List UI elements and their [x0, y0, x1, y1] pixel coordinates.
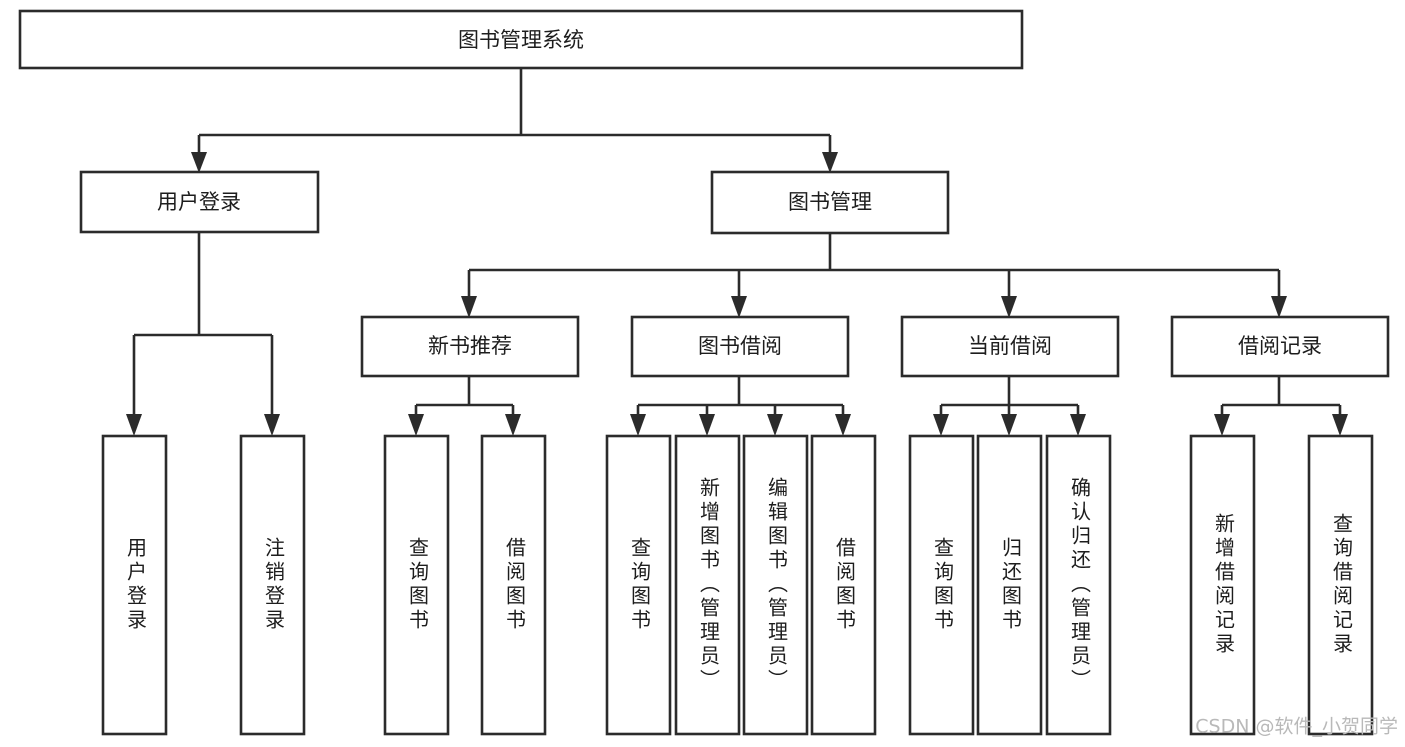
node-leaf-confirm-return[interactable]: 确认归还（管理员） — [1045, 434, 1112, 736]
node-book-manage[interactable]: 图书管理 — [710, 170, 950, 235]
node-new-book-recommend-box[interactable] — [360, 315, 580, 378]
node-leaf-borrow-book-2-box[interactable] — [810, 434, 877, 736]
node-leaf-add-record-label: 新增借阅记录 — [1212, 513, 1236, 657]
node-root-label: 图书管理系统 — [458, 28, 584, 52]
node-leaf-borrow-book-1-label: 借阅图书 — [503, 537, 527, 633]
node-leaf-query-book-2-label: 查询图书 — [628, 537, 652, 633]
node-current-borrow-label: 当前借阅 — [968, 334, 1052, 358]
node-leaf-add-record[interactable]: 新增借阅记录 — [1189, 434, 1256, 736]
node-root[interactable]: 图书管理系统 — [18, 9, 1024, 70]
node-leaf-borrow-book-1-box[interactable] — [480, 434, 547, 736]
node-book-manage-box[interactable] — [710, 170, 950, 235]
node-current-borrow-box[interactable] — [900, 315, 1120, 378]
node-leaf-return-book[interactable]: 归还图书 — [976, 434, 1043, 736]
node-leaf-confirm-return-label: 确认归还（管理员） — [1068, 477, 1092, 693]
node-leaf-user-logout[interactable]: 注销登录 — [239, 434, 306, 736]
node-leaf-query-book-2-box[interactable] — [605, 434, 672, 736]
arrow-head-leaf-add-book — [699, 414, 715, 436]
node-leaf-borrow-book-1[interactable]: 借阅图书 — [480, 434, 547, 736]
node-leaf-query-book-3-box[interactable] — [908, 434, 975, 736]
arrow-head-leaf-confirm-return — [1070, 414, 1086, 436]
arrow-head-leaf-user-logout — [264, 414, 280, 436]
node-user-login-label: 用户登录 — [157, 190, 241, 214]
arrow-head-borrow-record — [1271, 296, 1287, 318]
node-borrow-record-box[interactable] — [1170, 315, 1390, 378]
node-user-login[interactable]: 用户登录 — [79, 170, 320, 234]
arrow-head-leaf-return-book — [1001, 414, 1017, 436]
node-leaf-query-book-3[interactable]: 查询图书 — [908, 434, 975, 736]
node-leaf-add-book-box[interactable] — [674, 434, 741, 736]
arrow-head-leaf-borrow-book-2 — [835, 414, 851, 436]
arrow-head-leaf-query-book-3 — [933, 414, 949, 436]
node-leaf-add-book-label: 新增图书（管理员） — [697, 477, 721, 693]
node-leaf-user-login-label: 用户登录 — [124, 537, 148, 633]
node-leaf-borrow-book-2[interactable]: 借阅图书 — [810, 434, 877, 736]
node-leaf-return-book-box[interactable] — [976, 434, 1043, 736]
node-leaf-query-book-2[interactable]: 查询图书 — [605, 434, 672, 736]
node-leaf-query-book-3-label: 查询图书 — [931, 537, 955, 633]
node-leaf-query-book-1-label: 查询图书 — [406, 537, 430, 633]
arrow-head-current-borrow — [1001, 296, 1017, 318]
node-leaf-user-login[interactable]: 用户登录 — [101, 434, 168, 736]
arrow-head-leaf-borrow-book-1 — [505, 414, 521, 436]
node-leaf-edit-book-box[interactable] — [742, 434, 809, 736]
arrow-head-book-borrow — [731, 296, 747, 318]
arrow-head-leaf-edit-book — [767, 414, 783, 436]
node-book-borrow-box[interactable] — [630, 315, 850, 378]
node-leaf-borrow-book-2-label: 借阅图书 — [833, 537, 857, 633]
node-book-borrow[interactable]: 图书借阅 — [630, 315, 850, 378]
node-leaf-edit-book-label: 编辑图书（管理员） — [765, 477, 789, 693]
node-root-box[interactable] — [18, 9, 1024, 70]
node-new-book-recommend-label: 新书推荐 — [428, 334, 512, 358]
node-borrow-record[interactable]: 借阅记录 — [1170, 315, 1390, 378]
connector-layer — [126, 68, 1348, 436]
node-leaf-user-logout-box[interactable] — [239, 434, 306, 736]
arrow-head-user-login — [191, 152, 207, 173]
node-leaf-query-record[interactable]: 查询借阅记录 — [1307, 434, 1374, 736]
node-current-borrow[interactable]: 当前借阅 — [900, 315, 1120, 378]
node-leaf-add-book[interactable]: 新增图书（管理员） — [674, 434, 741, 736]
node-new-book-recommend[interactable]: 新书推荐 — [360, 315, 580, 378]
csdn-watermark: CSDN @软件_小贺同学 — [1195, 716, 1398, 738]
node-leaf-query-book-1[interactable]: 查询图书 — [383, 434, 450, 736]
arrow-head-leaf-user-login — [126, 414, 142, 436]
node-book-borrow-label: 图书借阅 — [698, 334, 782, 358]
arrow-head-leaf-query-book-2 — [630, 414, 646, 436]
arrow-head-leaf-query-book-1 — [408, 414, 424, 436]
arrow-head-book-manage — [822, 152, 838, 173]
node-book-manage-label: 图书管理 — [788, 190, 872, 214]
node-leaf-edit-book[interactable]: 编辑图书（管理员） — [742, 434, 809, 736]
node-leaf-query-book-1-box[interactable] — [383, 434, 450, 736]
node-user-login-box[interactable] — [79, 170, 320, 234]
node-borrow-record-label: 借阅记录 — [1238, 334, 1322, 358]
node-leaf-confirm-return-box[interactable] — [1045, 434, 1112, 736]
node-leaf-query-record-box[interactable] — [1307, 434, 1374, 736]
node-leaf-add-record-box[interactable] — [1189, 434, 1256, 736]
node-leaf-return-book-label: 归还图书 — [999, 537, 1023, 633]
arrow-head-new-book-recommend — [461, 296, 477, 318]
node-leaf-user-login-box[interactable] — [101, 434, 168, 736]
arrow-head-leaf-add-record — [1214, 414, 1230, 436]
arrow-head-leaf-query-record — [1332, 414, 1348, 436]
node-leaf-query-record-label: 查询借阅记录 — [1330, 513, 1354, 657]
node-leaf-user-logout-label: 注销登录 — [262, 537, 286, 633]
